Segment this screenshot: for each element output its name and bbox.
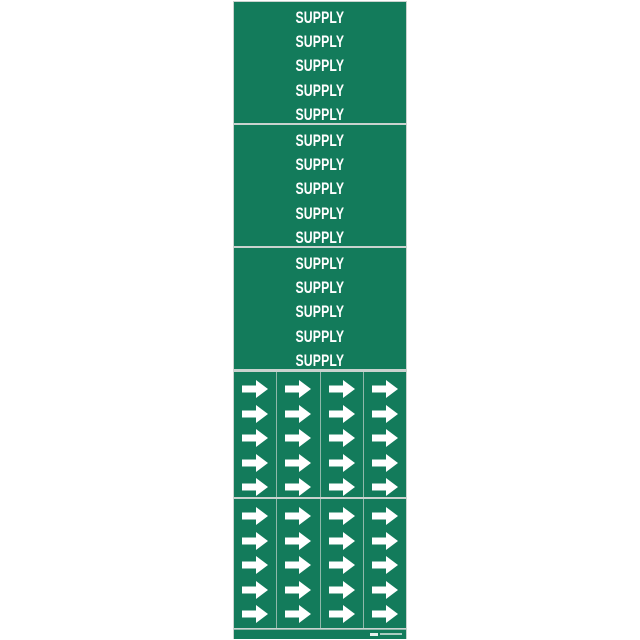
arrow-right-icon bbox=[285, 531, 312, 550]
arrow-right-icon bbox=[328, 453, 355, 472]
supply-label: SUPPLY bbox=[295, 155, 345, 175]
arrow-panel bbox=[234, 499, 406, 628]
supply-label: SUPPLY bbox=[295, 104, 345, 124]
arrow-right-icon bbox=[371, 404, 398, 423]
arrow-right-icon bbox=[328, 478, 355, 496]
arrow-right-icon bbox=[371, 429, 398, 447]
arrow-right-icon bbox=[328, 531, 355, 550]
fine-print bbox=[380, 633, 402, 635]
arrow-right-icon bbox=[328, 429, 355, 447]
arrow-right-icon bbox=[328, 556, 355, 574]
arrow-right-icon bbox=[285, 605, 312, 623]
arrow-right-icon bbox=[371, 605, 398, 623]
arrow-right-icon bbox=[242, 580, 269, 599]
footer-strip bbox=[234, 629, 406, 639]
supply-label: SUPPLY bbox=[295, 8, 345, 27]
arrow-right-icon bbox=[328, 380, 355, 398]
supply-label: SUPPLY bbox=[295, 179, 345, 199]
arrow-column bbox=[364, 499, 406, 628]
brand-logo bbox=[370, 633, 378, 636]
supply-label: SUPPLY bbox=[295, 326, 345, 346]
arrow-right-icon bbox=[371, 478, 398, 496]
arrow-right-icon bbox=[285, 478, 312, 496]
arrow-right-icon bbox=[285, 556, 312, 574]
arrow-right-icon bbox=[242, 453, 269, 472]
arrow-column bbox=[321, 499, 364, 628]
supply-label: SUPPLY bbox=[295, 278, 345, 298]
label-panel: SUPPLY SUPPLY SUPPLY SUPPLY SUPPLY bbox=[234, 248, 406, 370]
arrow-column bbox=[234, 499, 278, 628]
arrow-column bbox=[364, 372, 406, 497]
arrow-right-icon bbox=[285, 380, 312, 398]
supply-label: SUPPLY bbox=[295, 32, 345, 52]
arrow-right-icon bbox=[371, 580, 398, 599]
label-panel: SUPPLY SUPPLY SUPPLY SUPPLY SUPPLY bbox=[234, 125, 406, 247]
arrow-right-icon bbox=[242, 429, 269, 447]
arrow-right-icon bbox=[242, 507, 269, 525]
arrow-right-icon bbox=[371, 380, 398, 398]
arrow-right-icon bbox=[242, 605, 269, 623]
arrow-right-icon bbox=[285, 580, 312, 599]
supply-label: SUPPLY bbox=[295, 350, 345, 370]
arrow-right-icon bbox=[371, 507, 398, 525]
arrow-column bbox=[277, 499, 321, 628]
arrow-column bbox=[321, 372, 364, 497]
supply-label: SUPPLY bbox=[295, 56, 345, 76]
arrow-right-icon bbox=[371, 453, 398, 472]
arrow-right-icon bbox=[285, 429, 312, 447]
arrow-panel bbox=[234, 372, 406, 497]
supply-label: SUPPLY bbox=[295, 254, 345, 273]
arrow-right-icon bbox=[328, 404, 355, 423]
arrow-right-icon bbox=[242, 531, 269, 550]
arrow-column bbox=[234, 372, 278, 497]
arrow-right-icon bbox=[328, 605, 355, 623]
supply-label: SUPPLY bbox=[295, 227, 345, 247]
supply-label: SUPPLY bbox=[295, 302, 345, 322]
arrow-right-icon bbox=[371, 531, 398, 550]
arrow-right-icon bbox=[371, 556, 398, 574]
supply-label: SUPPLY bbox=[295, 80, 345, 100]
arrow-right-icon bbox=[242, 556, 269, 574]
supply-label: SUPPLY bbox=[295, 203, 345, 223]
arrow-right-icon bbox=[285, 404, 312, 423]
arrow-right-icon bbox=[242, 404, 269, 423]
arrow-right-icon bbox=[242, 478, 269, 496]
supply-label: SUPPLY bbox=[295, 131, 345, 150]
label-panel: SUPPLY SUPPLY SUPPLY SUPPLY SUPPLY bbox=[234, 2, 406, 124]
arrow-right-icon bbox=[285, 507, 312, 525]
arrow-right-icon bbox=[328, 580, 355, 599]
arrow-right-icon bbox=[242, 380, 269, 398]
arrow-right-icon bbox=[285, 453, 312, 472]
arrow-right-icon bbox=[328, 507, 355, 525]
arrow-column bbox=[277, 372, 321, 497]
